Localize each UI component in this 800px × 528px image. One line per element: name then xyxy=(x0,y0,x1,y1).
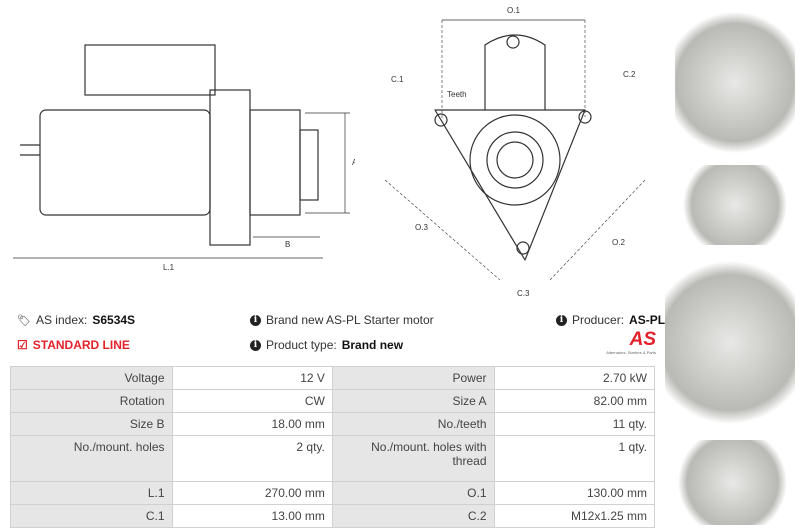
product-type-value: Brand new xyxy=(341,338,404,352)
spec-label: O.1 xyxy=(331,481,495,505)
spec-value: 18.00 mm xyxy=(171,412,333,436)
spec-value: 130.00 mm xyxy=(493,481,655,505)
label-c1: C.1 xyxy=(391,75,404,84)
standard-line: ☑ STANDARD LINE xyxy=(17,338,130,352)
description: i Brand new AS-PL Starter motor xyxy=(250,313,434,327)
spec-value: 12 V xyxy=(171,366,333,390)
product-photo-side[interactable] xyxy=(675,165,795,245)
spec-value: 82.00 mm xyxy=(493,389,655,413)
spec-value: 13.00 mm xyxy=(171,504,333,528)
producer: i Producer: AS-PL xyxy=(556,313,665,327)
spec-value: M12x1.25 mm xyxy=(493,504,655,528)
front-view-drawing: O.1 C.1 C.2 C.3 Teeth O.3 O.2 xyxy=(384,6,646,298)
product-photo-rear[interactable] xyxy=(665,250,795,435)
spec-label: No./mount. holes with thread xyxy=(331,435,495,482)
spec-label: Rotation xyxy=(10,389,173,413)
info-icon: i xyxy=(556,314,567,326)
logo-tagline: Alternators, Starters & Parts xyxy=(606,350,656,355)
standard-line-label: STANDARD LINE xyxy=(32,338,130,352)
spec-label: Power xyxy=(331,366,495,390)
spec-value: 270.00 mm xyxy=(171,481,333,505)
as-index-value: S6534S xyxy=(92,313,136,327)
label-o3: O.3 xyxy=(415,223,428,232)
spec-label: Voltage xyxy=(10,366,173,390)
label-teeth: Teeth xyxy=(447,90,467,99)
spec-value: 1 qty. xyxy=(493,435,655,482)
as-index: 🏷 AS index: S6534S xyxy=(17,313,135,327)
description-text: Brand new AS-PL Starter motor xyxy=(266,313,434,327)
spec-label: C.2 xyxy=(331,504,495,528)
product-type: i Product type: Brand new xyxy=(250,338,403,352)
checkbox-icon: ☑ xyxy=(17,338,28,352)
producer-label: Producer: xyxy=(572,313,625,327)
as-index-label: AS index: xyxy=(35,313,88,327)
label-a: A xyxy=(352,158,355,167)
logo-text: AS xyxy=(629,329,656,350)
spec-label: Size B xyxy=(10,412,173,436)
label-c3: C.3 xyxy=(517,289,530,298)
spec-label: No./mount. holes xyxy=(10,435,173,482)
label-l1: L.1 xyxy=(163,263,175,272)
label-o2: O.2 xyxy=(612,238,625,247)
producer-value: AS-PL xyxy=(629,313,666,327)
info-icon: i xyxy=(250,314,261,326)
spec-label: No./teeth xyxy=(331,412,495,436)
label-o1: O.1 xyxy=(507,6,520,15)
spec-value: 2 qty. xyxy=(171,435,333,482)
label-c2: C.2 xyxy=(623,70,636,79)
spec-value: 11 qty. xyxy=(493,412,655,436)
spec-value: 2.70 kW xyxy=(493,366,655,390)
tags-icon: 🏷 xyxy=(17,314,31,327)
spec-value: CW xyxy=(171,389,333,413)
info-icon: i xyxy=(250,339,261,351)
product-photo-front[interactable] xyxy=(675,5,795,160)
spec-label: Size A xyxy=(331,389,495,413)
side-view-drawing: L.1 B A xyxy=(13,44,355,272)
label-b: B xyxy=(285,240,290,249)
spec-label: C.1 xyxy=(10,504,173,528)
as-pl-logo: AS Alternators, Starters & Parts xyxy=(590,329,656,356)
product-photo-angle[interactable] xyxy=(670,440,795,525)
product-type-label: Product type: xyxy=(266,338,337,352)
spec-label: L.1 xyxy=(10,481,173,505)
